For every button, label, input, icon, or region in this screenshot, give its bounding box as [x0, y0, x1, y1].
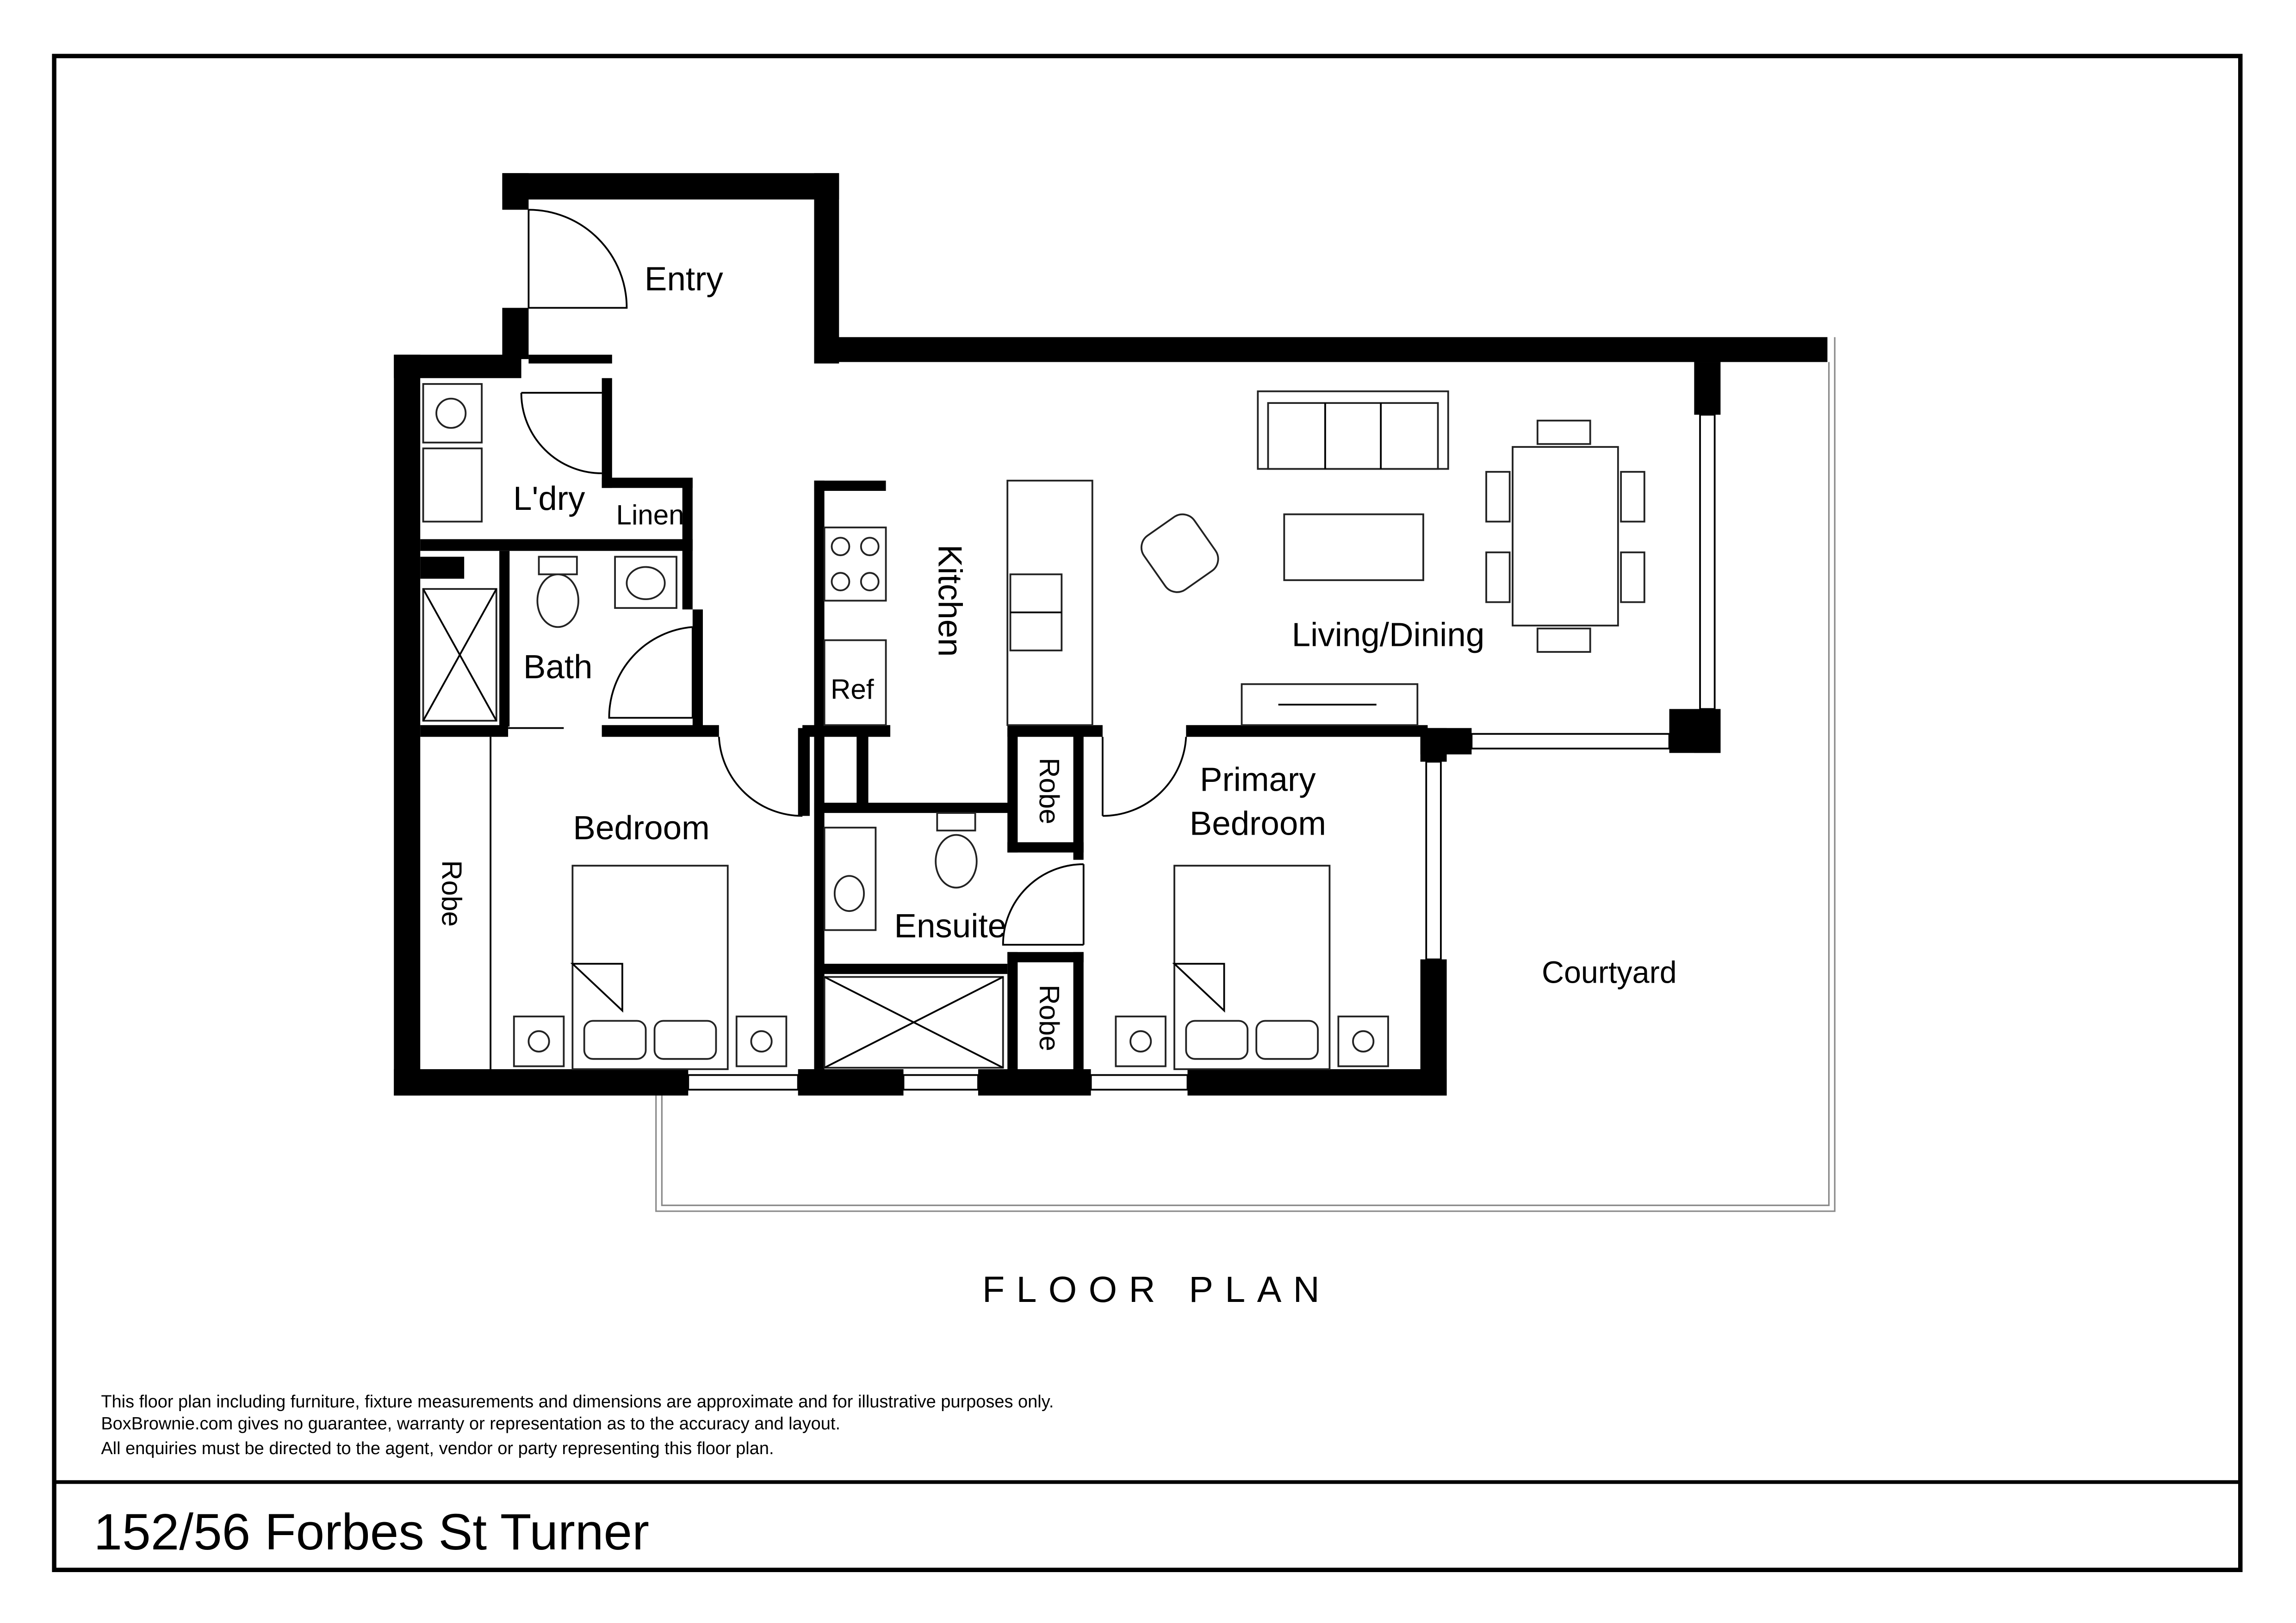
washer-icon	[422, 447, 483, 523]
room-label-bedroom: Bedroom	[573, 809, 709, 847]
fixtures	[422, 383, 1645, 1070]
armchair-icon	[1140, 513, 1219, 593]
primary-door	[1102, 737, 1187, 817]
doors	[508, 209, 1187, 946]
room-label-entry: Entry	[645, 260, 723, 297]
room-label-bath: Bath	[523, 648, 593, 686]
windows	[687, 414, 1716, 1091]
property-address: 152/56 Forbes St Turner	[94, 1504, 649, 1561]
cooktop-icon	[823, 527, 887, 602]
laundry-door	[520, 392, 602, 474]
bedroom-door	[718, 737, 804, 817]
bath-door	[608, 626, 694, 719]
room-label-courtyard: Courtyard	[1542, 955, 1677, 990]
disclaimer-line: This floor plan including furniture, fix…	[101, 1392, 1054, 1412]
room-label-primary-line1: Primary	[1200, 761, 1316, 799]
room-label-laundry: L'dry	[513, 480, 585, 517]
room-label-robe-primary-top: Robe	[1034, 758, 1065, 824]
toilet-icon	[538, 556, 578, 576]
room-labels: Entry L'dry Linen Kitchen Ref Living/Din…	[436, 260, 1677, 1051]
walls	[394, 173, 1828, 1096]
room-label-ref: Ref	[831, 674, 874, 705]
room-label-robe-bedroom: Robe	[436, 860, 467, 927]
ensuite-door	[1002, 863, 1085, 946]
room-label-kitchen: Kitchen	[931, 545, 968, 657]
courtyard-outline	[655, 337, 1836, 1212]
coffee-table-icon	[1283, 513, 1424, 581]
disclaimer-line: All enquiries must be directed to the ag…	[101, 1439, 774, 1458]
dining-table-icon	[1512, 446, 1619, 627]
disclaimer: This floor plan including furniture, fix…	[101, 1392, 1054, 1458]
room-label-living-dining: Living/Dining	[1292, 616, 1485, 653]
room-label-linen: Linen	[616, 500, 684, 531]
page-frame	[52, 54, 2243, 1572]
room-label-ensuite: Ensuite	[894, 907, 1006, 945]
entry-door	[527, 209, 628, 309]
fridge-icon	[823, 639, 887, 726]
plan-title: FLOOR PLAN	[982, 1269, 1331, 1310]
disclaimer-line: BoxBrownie.com gives no guarantee, warra…	[101, 1414, 840, 1433]
room-label-primary-line2: Bedroom	[1190, 805, 1326, 842]
room-label-robe-primary-bottom: Robe	[1034, 985, 1065, 1051]
